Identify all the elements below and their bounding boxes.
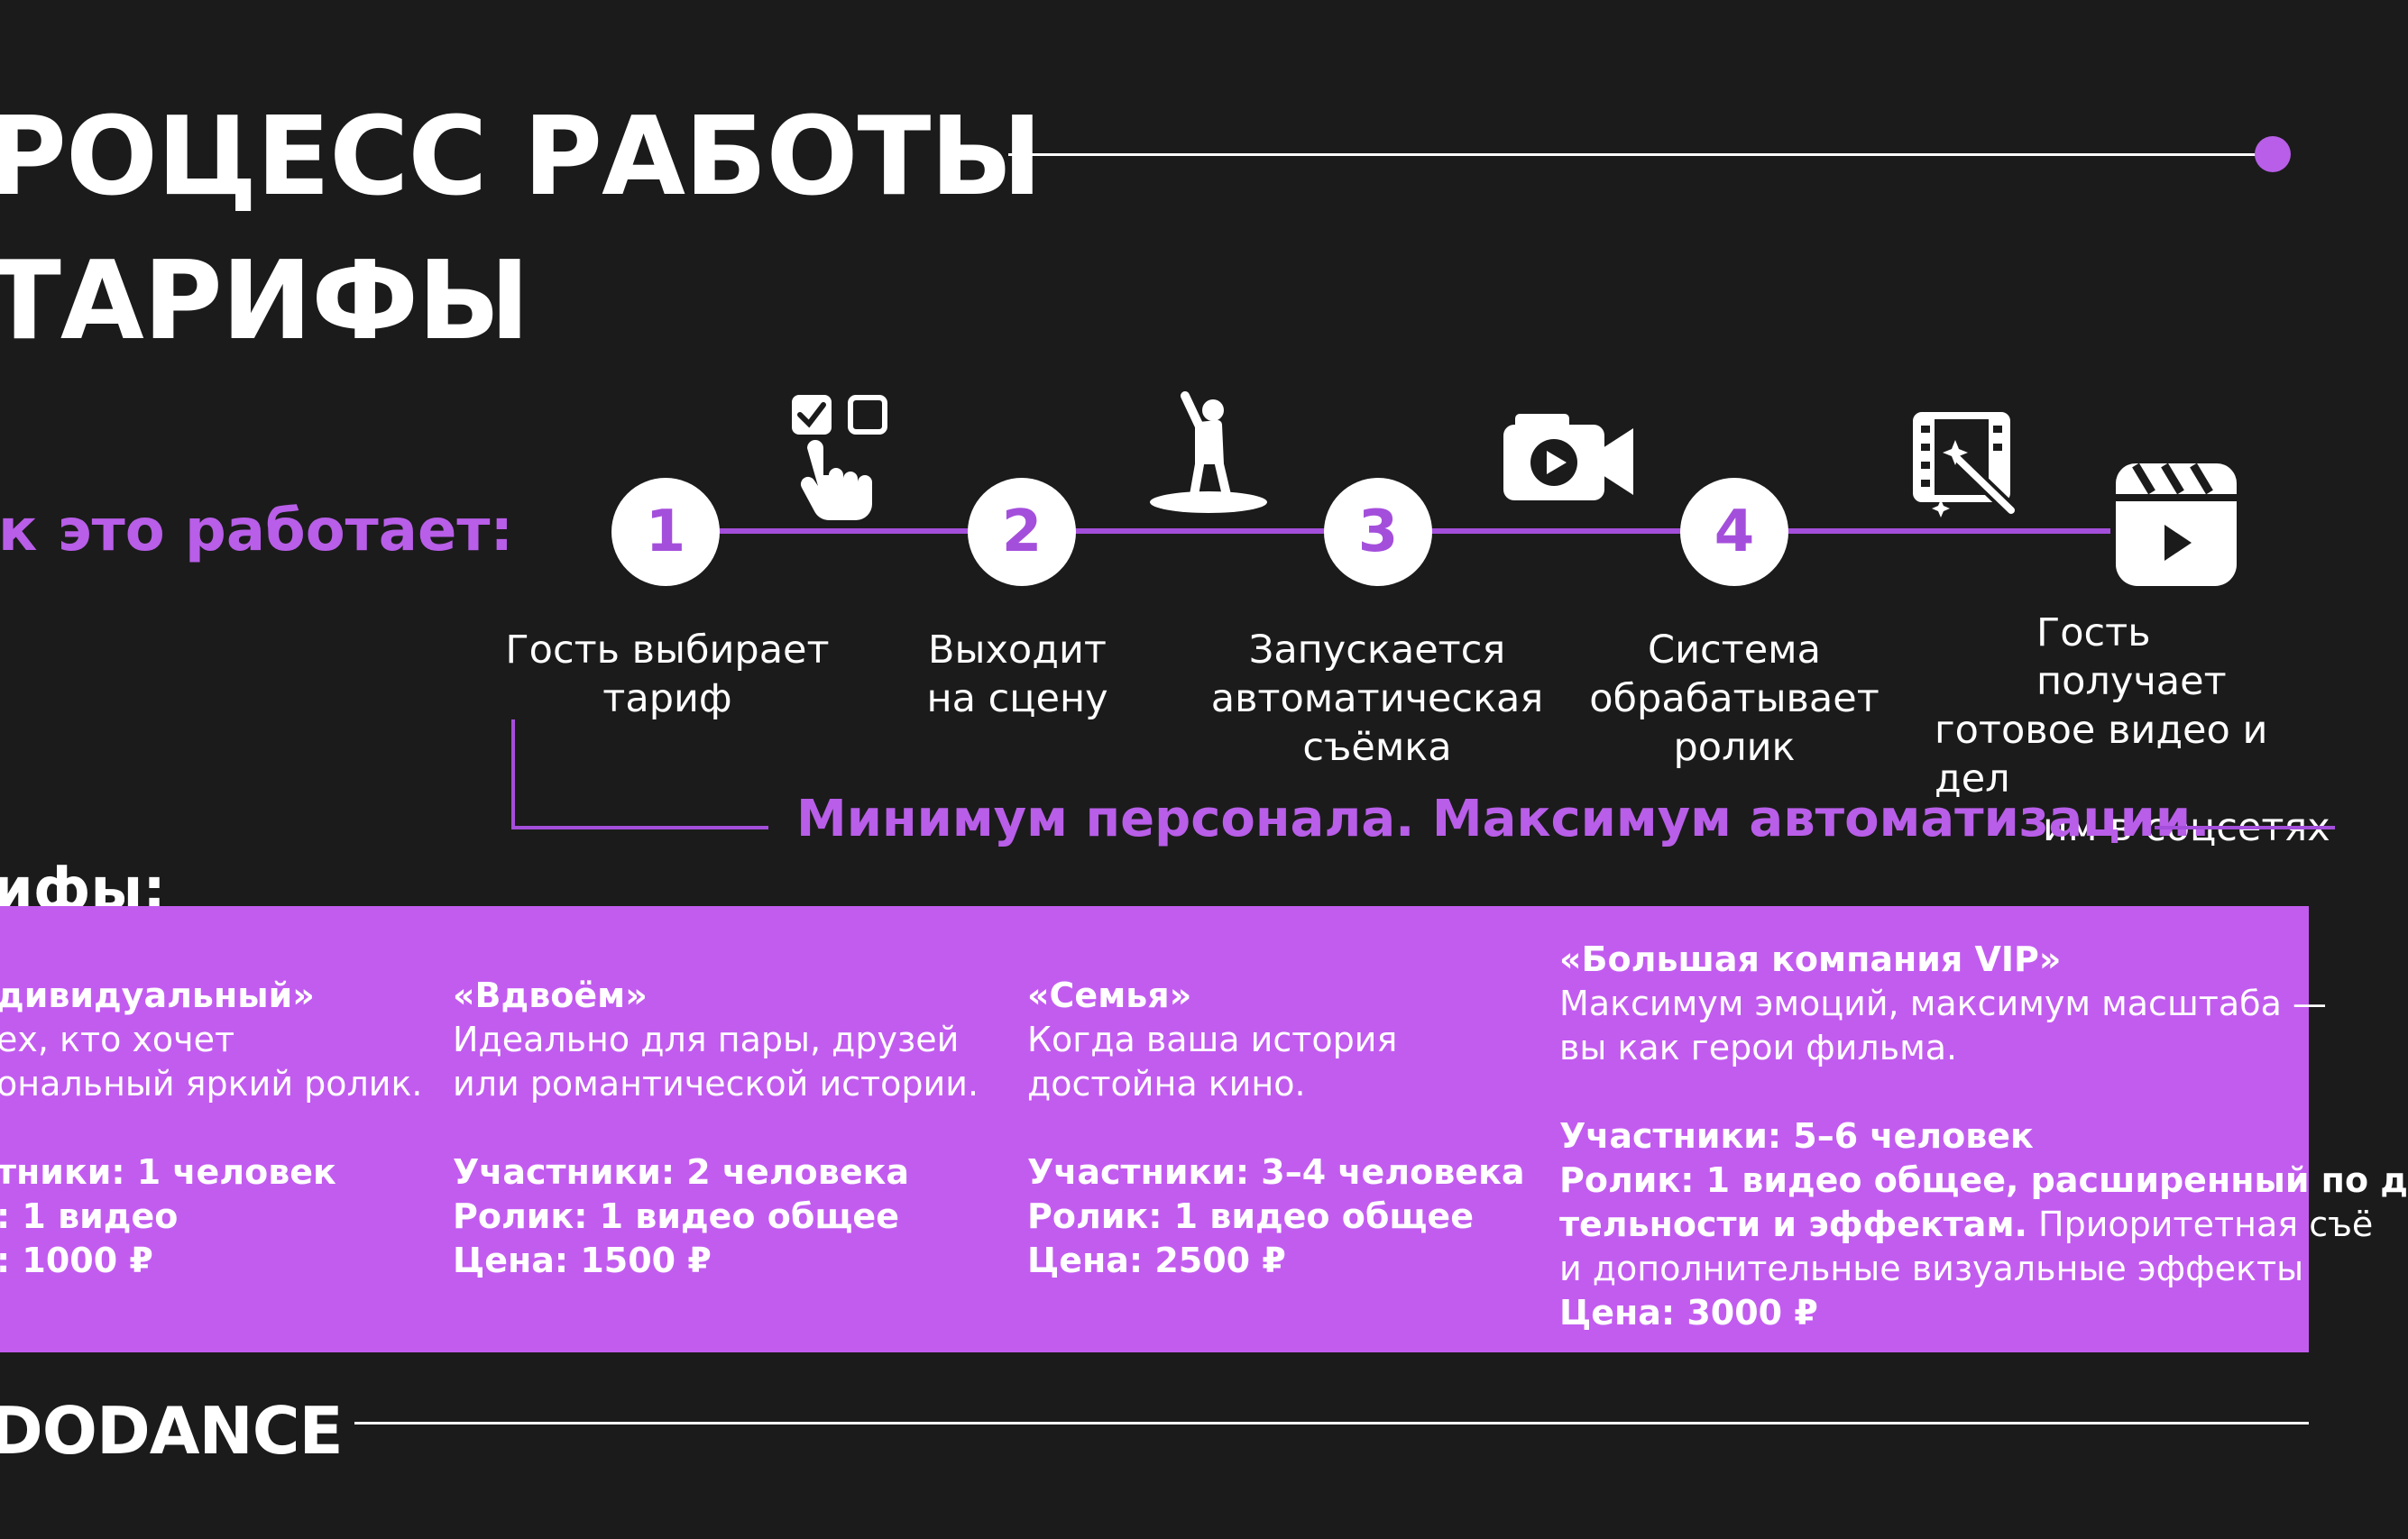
tariff-name: «Вдвоём»: [453, 976, 648, 1015]
tariff-price: : 1000 ₽: [0, 1241, 153, 1280]
tariff-price: Цена: 3000 ₽: [1559, 1293, 1818, 1333]
tariff-video: : 1 видео: [0, 1196, 179, 1236]
video-magic-icon: [1913, 412, 2018, 518]
stage-person-icon: [1145, 391, 1272, 518]
how-it-works-label: к это работает:: [0, 498, 514, 564]
tariff-card-couple: «Вдвоём» Идеально для пары, друзей или р…: [453, 974, 979, 1283]
step-2-text: Выходит на сцену: [926, 628, 1108, 721]
step-3-text: Запускается автоматическая съёмка: [1210, 628, 1544, 770]
tariff-card-big-company-vip: «Большая компания VIP» Максимум эмоций, …: [1559, 938, 2408, 1335]
slogan-bracket-left: [511, 826, 768, 829]
tariff-video: Ролик: 1 видео общее, расширенный по д: [1559, 1160, 2408, 1200]
tariff-name: «Большая компания VIP»: [1559, 939, 2062, 979]
slogan-bracket-vertical: [511, 719, 515, 829]
tariff-video: Ролик: 1 видео общее: [453, 1196, 899, 1236]
tariff-price: Цена: 1500 ₽: [453, 1241, 712, 1280]
title-rule-dot: [2255, 136, 2291, 172]
step-1-circle: 1: [611, 478, 720, 586]
step-2-circle: 2: [968, 478, 1076, 586]
step-4-text: Система обрабатывает ролик: [1589, 628, 1880, 770]
tariff-name: дивидуальный»: [0, 976, 315, 1015]
step-3-circle: 3: [1324, 478, 1432, 586]
title-rule: [1008, 153, 2271, 156]
clapperboard-play-icon: [2109, 458, 2244, 593]
slogan-bracket-right: [2155, 826, 2335, 829]
step-4-circle: 4: [1680, 478, 1788, 586]
footer-rule: [354, 1422, 2309, 1424]
tariffs-band: [0, 906, 2309, 1352]
step-1-text: Гость выбирает тариф: [505, 628, 830, 721]
tariff-video: Ролик: 1 видео общее: [1027, 1196, 1474, 1236]
tariff-participants: Участники: 2 человека: [453, 1152, 910, 1192]
tariff-price: Цена: 2500 ₽: [1027, 1241, 1286, 1280]
tariff-participants: Участники: 5–6 человек: [1559, 1116, 2034, 1156]
brand-logo-text: DODANCE: [0, 1393, 344, 1469]
tariff-participants: Участники: 3–4 человека: [1027, 1152, 1525, 1192]
choose-tariff-icon: [789, 392, 897, 520]
tariff-name: «Семья»: [1027, 976, 1192, 1015]
page-title-line-2: ТАРИФЫ: [0, 239, 529, 364]
tariff-card-individual: дивидуальный» ех, кто хочет ональный ярк…: [0, 974, 422, 1283]
tariff-card-family: «Семья» Когда ваша история достойна кино…: [1027, 974, 1524, 1283]
page-title-line-1: РОЦЕСС РАБОТЫ: [0, 95, 1043, 220]
tariff-participants: тники: 1 человек: [0, 1152, 336, 1192]
slogan: Минимум персонала. Максимум автоматизаци…: [796, 790, 2210, 848]
video-camera-icon: [1502, 410, 1637, 505]
